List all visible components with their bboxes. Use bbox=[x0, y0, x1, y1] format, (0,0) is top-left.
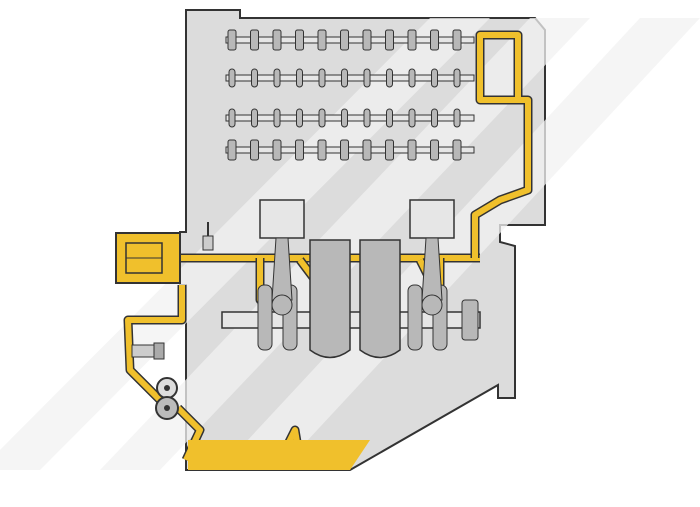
valve bbox=[363, 68, 371, 88]
cam-lobe bbox=[272, 139, 282, 161]
oil-line bbox=[125, 285, 185, 403]
crank-web bbox=[257, 284, 273, 351]
cam-lobe bbox=[250, 139, 259, 161]
cam-lobe bbox=[317, 29, 327, 51]
valve bbox=[318, 68, 326, 88]
camshaft-row bbox=[225, 29, 475, 51]
cam-lobe bbox=[227, 139, 237, 161]
oil-filter bbox=[115, 232, 181, 284]
cam-lobe bbox=[430, 139, 439, 161]
relief-valve bbox=[131, 342, 165, 360]
oil-line bbox=[472, 32, 531, 258]
valve bbox=[386, 68, 393, 88]
valve bbox=[341, 68, 348, 88]
big-end bbox=[271, 294, 293, 316]
valve bbox=[341, 108, 348, 128]
piston-head bbox=[409, 199, 455, 239]
crank-web bbox=[407, 284, 423, 351]
cam-lobe bbox=[227, 29, 237, 51]
piston bbox=[259, 199, 305, 316]
cam-lobe bbox=[272, 29, 282, 51]
crank-counterweight bbox=[359, 239, 401, 359]
valve bbox=[273, 68, 281, 88]
piston bbox=[409, 199, 455, 316]
cam-lobe bbox=[452, 29, 462, 51]
crankshaft bbox=[221, 239, 481, 359]
cam-lobe bbox=[250, 29, 259, 51]
valve bbox=[251, 68, 258, 88]
oil-sump bbox=[188, 440, 370, 470]
valve bbox=[363, 108, 371, 128]
valve bbox=[228, 108, 236, 128]
cam-lobe bbox=[407, 139, 417, 161]
valve bbox=[408, 108, 416, 128]
valve bbox=[251, 108, 258, 128]
cam-lobe bbox=[362, 139, 372, 161]
cam-lobe bbox=[295, 29, 304, 51]
cam-lobe bbox=[385, 139, 394, 161]
cam-lobe bbox=[340, 139, 349, 161]
valve bbox=[431, 108, 438, 128]
cam-lobe bbox=[362, 29, 372, 51]
connecting-rod bbox=[271, 237, 293, 301]
crank-counterweight bbox=[309, 239, 351, 359]
oil-pressure-sensor-icon bbox=[202, 222, 214, 251]
light-stripe bbox=[220, 18, 700, 470]
valve bbox=[453, 68, 461, 88]
valve bbox=[318, 108, 326, 128]
oil-pump bbox=[155, 377, 179, 420]
cam-lobe bbox=[295, 139, 304, 161]
cam-lobe bbox=[430, 29, 439, 51]
cam-lobe bbox=[317, 139, 327, 161]
valve bbox=[431, 68, 438, 88]
valve bbox=[296, 108, 303, 128]
camshaft-row bbox=[225, 139, 475, 161]
cam-lobe bbox=[385, 29, 394, 51]
piston-head bbox=[259, 199, 305, 239]
valve bbox=[408, 68, 416, 88]
camshaft-assembly bbox=[225, 29, 475, 161]
cam-lobe bbox=[407, 29, 417, 51]
valve bbox=[386, 108, 393, 128]
camshaft-row bbox=[225, 108, 475, 128]
big-end bbox=[421, 294, 443, 316]
valve bbox=[228, 68, 236, 88]
connecting-rod bbox=[421, 237, 443, 301]
valve bbox=[453, 108, 461, 128]
camshaft-row bbox=[225, 68, 475, 88]
cam-lobe bbox=[340, 29, 349, 51]
pistons bbox=[259, 199, 455, 316]
cam-lobe bbox=[452, 139, 462, 161]
valve bbox=[296, 68, 303, 88]
flywheel-flange bbox=[461, 299, 479, 341]
light-stripe bbox=[0, 18, 490, 470]
valve bbox=[273, 108, 281, 128]
